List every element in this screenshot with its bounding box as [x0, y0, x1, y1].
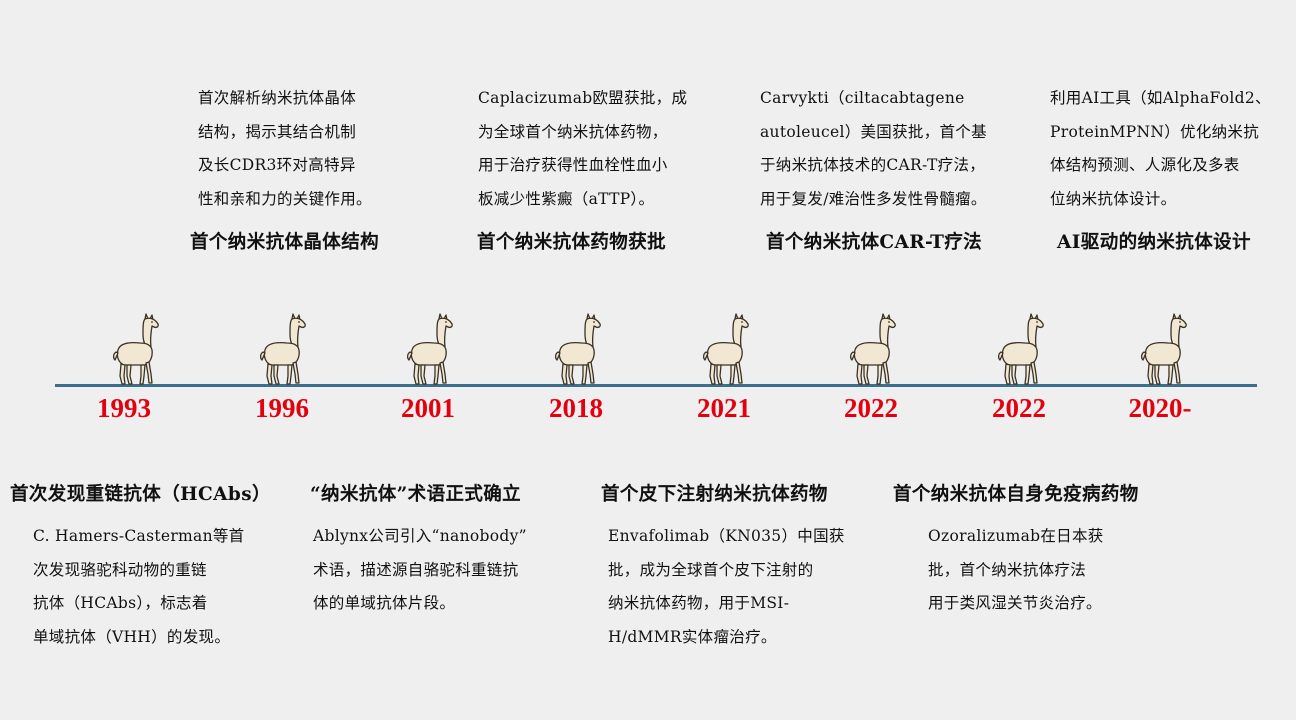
year-label-5: 2021	[697, 393, 751, 423]
year-label-1: 1993	[97, 393, 151, 423]
event-title-1: 首个纳米抗体晶体结构	[190, 232, 380, 253]
year-label-6: 2022	[844, 393, 898, 423]
llama-icon	[550, 310, 606, 388]
llama-icon	[1136, 310, 1192, 388]
year-label-3: 2001	[401, 393, 455, 423]
event-title-3: 首个纳米抗体CAR-T疗法	[766, 232, 983, 253]
llama-icon	[255, 310, 311, 388]
event-title-5: 首次发现重链抗体（HCAbs）	[10, 484, 271, 505]
year-label-2: 1996	[255, 393, 309, 423]
timeline-axis	[55, 384, 1257, 387]
event-title-2: 首个纳米抗体药物获批	[477, 232, 667, 253]
event-title-4: AI驱动的纳米抗体设计	[1057, 232, 1251, 253]
event-description-7: Envafolimab（KN035）中国获 批，成为全球首个皮下注射的 纳米抗体…	[608, 527, 845, 646]
llama-icon	[698, 310, 754, 388]
event-title-7: 首个皮下注射纳米抗体药物	[601, 484, 828, 505]
event-description-5: C. Hamers-Casterman等首 次发现骆驼科动物的重链 抗体（HCA…	[33, 527, 245, 646]
year-label-4: 2018	[549, 393, 603, 423]
year-label-8: 2020-	[1128, 393, 1192, 423]
event-title-6: “纳米抗体”术语正式确立	[310, 484, 522, 505]
event-description-6: Ablynx公司引入“nanobody” 术语，描述源自骆驼科重链抗 体的单域抗…	[313, 527, 527, 612]
llama-icon	[402, 310, 458, 388]
llama-icon	[108, 310, 164, 388]
event-description-1: 首次解析纳米抗体晶体 结构，揭示其结合机制 及长CDR3环对高特异 性和亲和力的…	[198, 89, 372, 208]
event-description-4: 利用AI工具（如AlphaFold2、 ProteinMPNN）优化纳米抗 体结…	[1050, 89, 1271, 208]
llama-icon	[993, 310, 1049, 388]
event-description-3: Carvykti（ciltacabtagene autoleucel）美国获批，…	[760, 89, 987, 208]
event-description-8: Ozoralizumab在日本获 批，首个纳米抗体疗法 用于类风湿关节炎治疗。	[928, 527, 1104, 612]
llama-icon	[845, 310, 901, 388]
event-title-8: 首个纳米抗体自身免疫病药物	[893, 484, 1139, 505]
event-description-2: Caplacizumab欧盟获批，成 为全球首个纳米抗体药物， 用于治疗获得性血…	[478, 89, 688, 208]
year-label-7: 2022	[992, 393, 1046, 423]
